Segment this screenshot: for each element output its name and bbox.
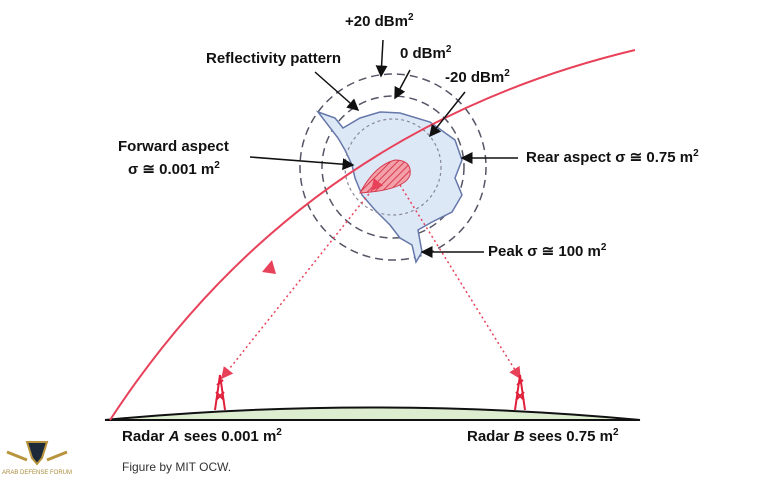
label-reflectivity: Reflectivity pattern bbox=[206, 50, 342, 67]
label-rear-aspect: Rear aspect σ ≅ 0.75 m2 bbox=[526, 148, 699, 166]
arrow-forward bbox=[249, 156, 355, 171]
label-zero: 0 dBm2 bbox=[400, 44, 452, 62]
ring-plus20 bbox=[299, 73, 487, 261]
arrow-zero bbox=[394, 69, 411, 100]
path-to-radar-b bbox=[399, 184, 521, 380]
label-forward-sigma: σ ≅ 0.001 m2 bbox=[128, 160, 220, 178]
label-minus20: -20 dBm2 bbox=[445, 68, 510, 86]
ring-zero bbox=[321, 95, 465, 239]
label-forward-aspect: Forward aspect bbox=[118, 138, 229, 155]
arrow-reflectivity bbox=[314, 71, 360, 111]
label-plus20: +20 dBm2 bbox=[345, 12, 414, 30]
radar-a-tower-icon bbox=[214, 374, 226, 411]
figure-caption: Figure by MIT OCW. bbox=[122, 460, 232, 474]
watermark-logo: ARAB DEFENSE FORUM bbox=[2, 438, 72, 476]
label-peak: Peak σ ≅ 100 m2 bbox=[488, 242, 607, 260]
label-radar-b: Radar B sees 0.75 m2 bbox=[467, 427, 619, 445]
trajectory-arrow bbox=[262, 260, 276, 274]
path-to-radar-a bbox=[221, 178, 384, 380]
arrow-minus20 bbox=[429, 91, 466, 138]
ground bbox=[104, 406, 641, 421]
radar-b-tower-icon bbox=[514, 374, 526, 411]
arrow-plus20 bbox=[375, 39, 388, 78]
label-radar-a: Radar A sees 0.001 m2 bbox=[122, 427, 282, 445]
